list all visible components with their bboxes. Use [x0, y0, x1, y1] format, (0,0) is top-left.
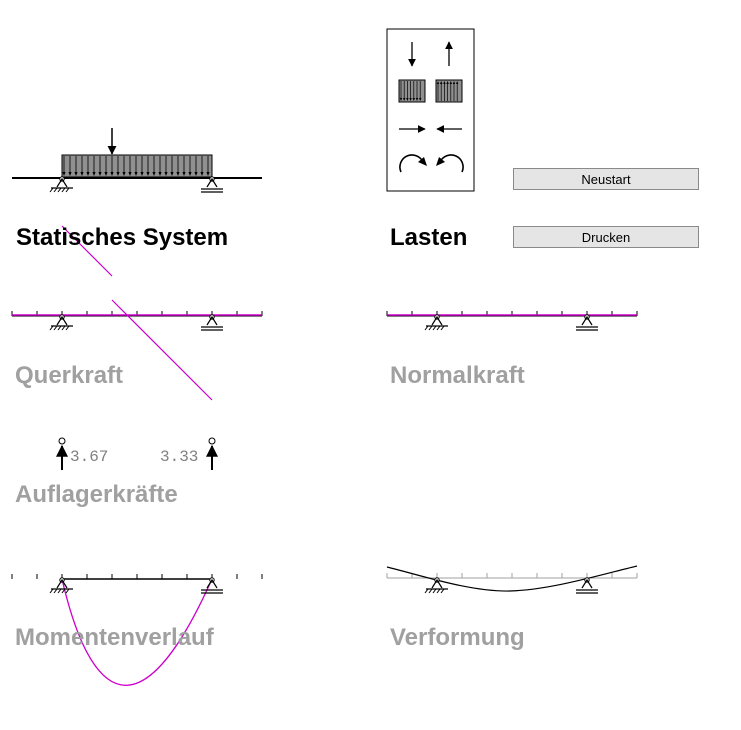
shear-force-diagram: [11, 225, 263, 401]
shear-title: Querkraft: [15, 362, 124, 389]
distributed-load-down-icon[interactable]: [398, 79, 426, 103]
reaction-forces-diagram: [56, 437, 218, 470]
shear-line-segment-1: [61, 225, 113, 277]
pin-support-left: [424, 314, 449, 331]
moment-title: Momentenverlauf: [15, 624, 214, 651]
print-button[interactable]: Drucken: [513, 226, 699, 248]
static-system-diagram: [12, 128, 262, 193]
deformation-diagram: [386, 565, 638, 594]
roller-support-right: [575, 314, 599, 331]
load-palette-frame: [386, 28, 475, 192]
reaction-title: Auflagerkräfte: [15, 481, 178, 508]
roller-support-right: [200, 577, 224, 594]
pin-support-left: [49, 577, 74, 594]
pin-support-left: [49, 176, 74, 193]
roller-support-right: [200, 176, 224, 193]
moment-cw-arrowhead: [418, 157, 427, 166]
deformation-title: Verformung: [390, 624, 525, 651]
moment-diagram: [11, 574, 263, 686]
restart-button[interactable]: Neustart: [513, 168, 699, 190]
moment-ccw-arrowhead: [436, 157, 445, 166]
distributed-load: [61, 154, 213, 178]
normal-force-title: Normalkraft: [390, 362, 525, 389]
shear-line-segment-2: [111, 299, 213, 401]
moment-cw-icon[interactable]: [399, 154, 424, 173]
loads-title: Lasten: [390, 224, 468, 251]
load-palette: [386, 28, 475, 192]
pin-support-left: [49, 314, 74, 331]
roller-support-right: [200, 314, 224, 331]
system-title: Statisches System: [16, 224, 229, 251]
distributed-load-up-icon[interactable]: [435, 79, 463, 103]
pin-support-left: [424, 577, 449, 594]
normal-force-diagram: [386, 311, 638, 331]
deflection-curve: [386, 565, 638, 592]
reaction-value-right: 3.33: [160, 448, 199, 466]
moment-curve: [61, 578, 213, 686]
reaction-value-left: 3.67: [70, 448, 109, 466]
moment-ccw-icon[interactable]: [439, 154, 464, 173]
